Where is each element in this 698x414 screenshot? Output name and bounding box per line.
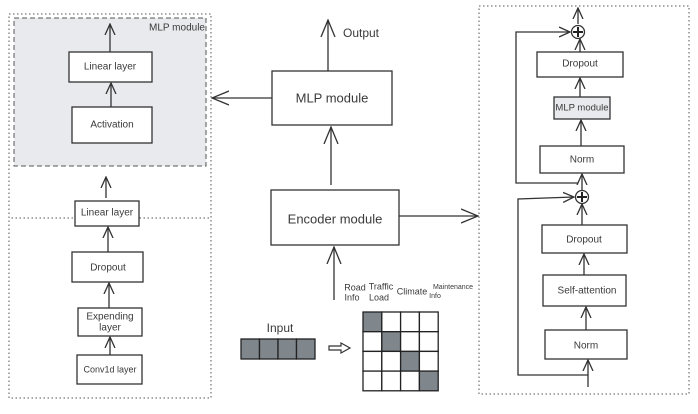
matrix-cell: [381, 350, 402, 372]
block-norm-bottom-label: Norm: [574, 341, 598, 352]
residual-line-bottom: [517, 197, 588, 376]
matrix-cell: [399, 331, 421, 353]
feature-climate: Climate: [397, 286, 428, 296]
matrix-cell: [418, 350, 439, 372]
input-label: Input: [267, 321, 294, 335]
matrix-cell: [362, 350, 383, 372]
feature-road-l1: Road: [344, 282, 366, 292]
left-panel-lower-frame: [8, 13, 212, 399]
right-panel-frame: [478, 5, 690, 395]
block-mlp-module-right-label: MLP module: [555, 103, 608, 114]
block-mlp-module-center: [271, 70, 393, 126]
feature-traffic-l1: Traffic: [369, 281, 394, 291]
feature-matrix: [362, 311, 439, 392]
block-activation: [71, 106, 153, 144]
block-dropout-left: [71, 251, 144, 283]
output-label: Output: [343, 26, 380, 40]
block-expending-line2: layer: [99, 323, 121, 334]
mlp-module-region-title: MLP module: [149, 23, 205, 34]
block-dropout-top-label: Dropout: [562, 59, 598, 70]
matrix-cell: [418, 311, 439, 333]
feature-traffic-l2: Load: [369, 292, 389, 302]
block-linear-layer-label: Linear layer: [81, 208, 134, 219]
block-mlp-module-center-label: MLP module: [296, 90, 369, 105]
matrix-cell: [381, 311, 402, 333]
feature-road-l2: Info: [344, 292, 359, 302]
block-self-attention-label: Self-attention: [558, 286, 617, 297]
matrix-cell-active: [362, 311, 383, 333]
feature-maintenance-l2: Info: [429, 293, 441, 300]
transform-arrow-icon: [328, 341, 352, 355]
block-conv1d-layer-label: Conv1d layer: [83, 364, 136, 374]
matrix-cell: [362, 331, 383, 353]
matrix-cell: [362, 370, 383, 392]
matrix-cell: [399, 311, 421, 333]
block-conv1d-layer: [76, 354, 143, 385]
block-norm-top-label: Norm: [570, 155, 594, 166]
matrix-cell: [381, 370, 402, 392]
block-dropout-left-label: Dropout: [90, 263, 126, 274]
input-cell: [277, 338, 298, 360]
block-dropout-top: [536, 51, 624, 78]
matrix-cell: [399, 370, 421, 392]
block-activation-label: Activation: [90, 120, 133, 131]
matrix-cell-active: [399, 350, 421, 372]
matrix-cell-active: [381, 331, 402, 353]
block-encoder-module-label: Encoder module: [288, 211, 383, 226]
input-vector: [240, 338, 316, 360]
block-linear-layer-mlp-label: Linear layer: [84, 62, 137, 73]
residual-line-top: [515, 32, 578, 184]
matrix-cell-active: [418, 370, 439, 392]
block-expending-line1: Expending: [86, 312, 133, 323]
block-expending-layer: [77, 307, 143, 337]
input-cell: [258, 338, 279, 360]
block-dropout-bottom: [541, 224, 628, 254]
block-dropout-bottom-label: Dropout: [566, 235, 602, 246]
input-cell: [295, 338, 316, 360]
feature-maintenance-l1: Maintenance: [433, 284, 473, 291]
block-self-attention: [542, 274, 627, 307]
matrix-cell: [418, 331, 439, 353]
block-encoder-module: [270, 189, 400, 246]
input-cell: [240, 338, 261, 360]
block-linear-layer-mlp: [68, 51, 153, 83]
